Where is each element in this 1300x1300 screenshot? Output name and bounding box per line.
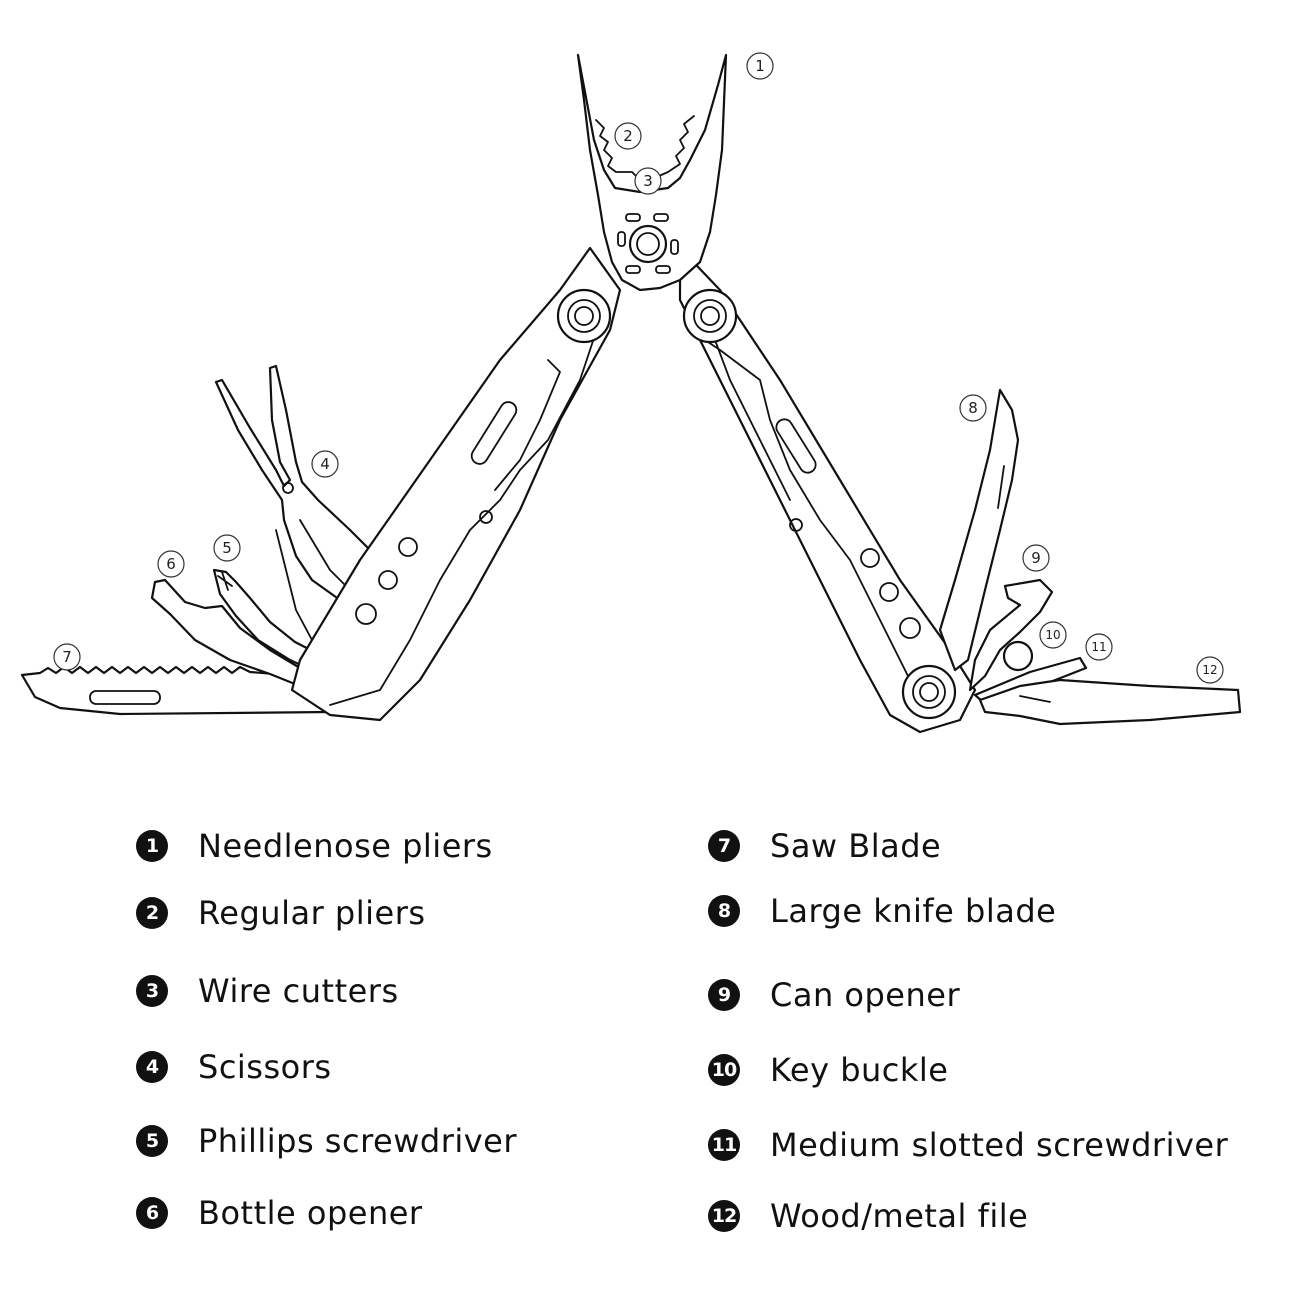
callout-3-text: 3 — [643, 172, 653, 190]
legend-number-badge: 9 — [708, 979, 740, 1011]
callout-5: 5 — [213, 534, 241, 562]
callout-6: 6 — [157, 550, 185, 578]
legend-number-badge: 11 — [708, 1129, 740, 1161]
callout-10-text: 10 — [1045, 628, 1060, 642]
callout-4: 4 — [311, 450, 339, 478]
callout-8-text: 8 — [968, 399, 978, 417]
legend-number-badge: 7 — [708, 830, 740, 862]
legend-number-badge: 5 — [136, 1125, 168, 1157]
callout-2: 2 — [614, 122, 642, 150]
callout-5-text: 5 — [222, 539, 232, 557]
legend-number-badge: 8 — [708, 895, 740, 927]
callout-6-text: 6 — [166, 555, 176, 573]
scissors-part — [214, 364, 382, 641]
callout-1: 1 — [746, 52, 774, 80]
legend-item-5: 5 Phillips screwdriver — [136, 1121, 517, 1161]
callout-3: 3 — [634, 167, 662, 195]
legend-number-badge: 1 — [136, 830, 168, 862]
legend-label: Needlenose pliers — [198, 827, 493, 865]
multitool-illustration: 1 2 3 4 5 6 7 8 9 10 11 12 — [20, 52, 1242, 734]
callout-12-text: 12 — [1202, 663, 1217, 677]
right-handle — [678, 246, 977, 734]
legend-item-12: 12 Wood/metal file — [708, 1196, 1028, 1236]
legend-item-3: 3 Wire cutters — [136, 971, 399, 1011]
legend-item-4: 4 Scissors — [136, 1047, 332, 1087]
legend-label: Can opener — [770, 976, 961, 1014]
legend-label: Key buckle — [770, 1051, 949, 1089]
legend-number-badge: 3 — [136, 975, 168, 1007]
legend-label: Wood/metal file — [770, 1197, 1029, 1235]
callout-9-text: 9 — [1031, 549, 1041, 567]
legend-label: Scissors — [198, 1048, 332, 1086]
legend-label: Bottle opener — [198, 1194, 423, 1232]
legend-item-10: 10 Key buckle — [708, 1050, 948, 1090]
legend-number-badge: 4 — [136, 1051, 168, 1083]
file-part — [978, 678, 1242, 726]
legend-number-badge: 10 — [708, 1054, 740, 1086]
callout-1-text: 1 — [755, 57, 765, 75]
key-buckle-part — [1002, 640, 1034, 672]
callout-11: 11 — [1085, 633, 1113, 661]
legend-number-badge: 12 — [708, 1200, 740, 1232]
multitool-diagram: 1 2 3 4 5 6 7 8 9 10 11 12 — [20, 52, 1242, 734]
callout-4-text: 4 — [320, 455, 330, 473]
legend-number-badge: 6 — [136, 1197, 168, 1229]
left-handle — [290, 246, 622, 722]
legend-item-7: 7 Saw Blade — [708, 826, 941, 866]
legend-item-1: 1 Needlenose pliers — [136, 826, 493, 866]
callout-10: 10 — [1039, 621, 1067, 649]
callout-7-text: 7 — [62, 648, 72, 666]
legend-item-11: 11 Medium slotted screwdriver — [708, 1125, 1228, 1165]
legend-label: Medium slotted screwdriver — [770, 1126, 1229, 1164]
legend-item-8: 8 Large knife blade — [708, 891, 1056, 931]
legend-number-badge: 2 — [136, 897, 168, 929]
pliers-head — [576, 53, 728, 292]
legend-label: Large knife blade — [770, 892, 1057, 930]
legend-label: Phillips screwdriver — [198, 1122, 518, 1160]
callout-8: 8 — [959, 394, 987, 422]
callout-12: 12 — [1196, 656, 1224, 684]
knife-blade-part — [938, 388, 1020, 672]
legend-item-6: 6 Bottle opener — [136, 1193, 423, 1233]
can-opener-part — [968, 578, 1054, 692]
legend-item-2: 2 Regular pliers — [136, 893, 426, 933]
legend-label: Regular pliers — [198, 894, 426, 932]
callout-11-text: 11 — [1091, 640, 1106, 654]
legend-label: Saw Blade — [770, 827, 942, 865]
callout-9: 9 — [1022, 544, 1050, 572]
callout-2-text: 2 — [623, 127, 633, 145]
legend-item-9: 9 Can opener — [708, 975, 960, 1015]
callout-7: 7 — [53, 643, 81, 671]
legend-label: Wire cutters — [198, 972, 399, 1010]
